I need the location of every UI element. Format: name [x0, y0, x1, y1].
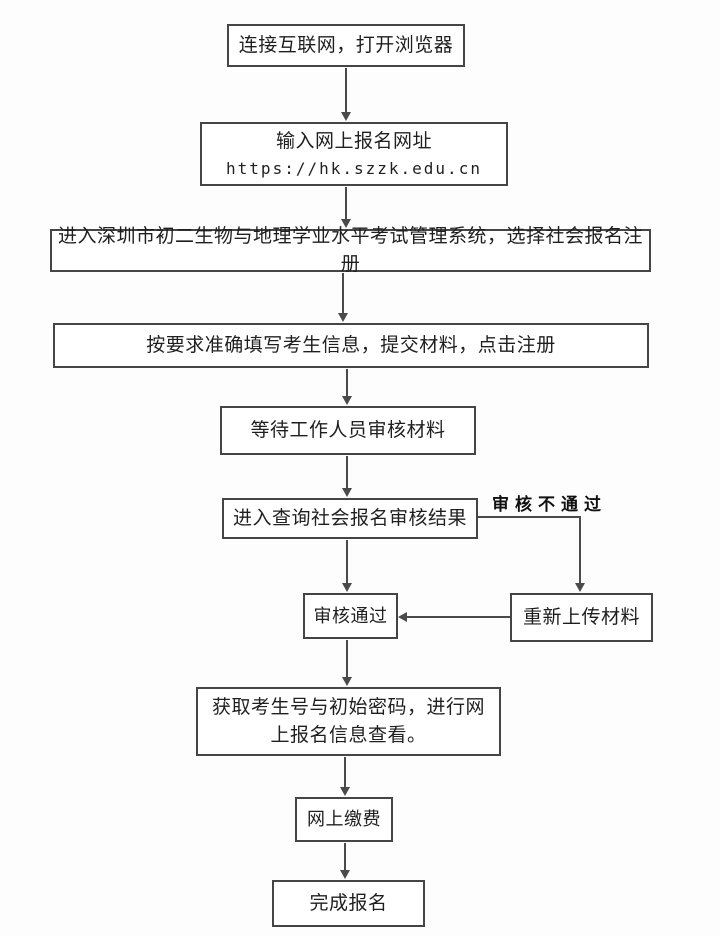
branch-line-vertical — [579, 516, 581, 584]
enter-url-title: 输入网上报名网址 — [275, 130, 432, 152]
arrow-head-3 — [338, 313, 348, 322]
arrow-line-1 — [345, 68, 347, 113]
node-complete-registration: 完成报名 — [272, 880, 425, 927]
arrow-head-7 — [342, 677, 352, 686]
node-get-credentials: 获取考生号与初始密码，进行网上报名信息查看。 — [196, 687, 501, 756]
arrow-head-5 — [342, 488, 352, 497]
registration-url: https://hk.szzk.edu.cn — [226, 159, 482, 179]
back-arrow-line — [406, 616, 510, 618]
arrow-line-9 — [344, 843, 346, 871]
node-review-passed: 审核通过 — [303, 593, 398, 639]
arrow-line-3 — [342, 273, 344, 314]
arrow-head-4 — [342, 396, 352, 405]
node-wait-review: 等待工作人员审核材料 — [220, 406, 476, 455]
node-connect-internet: 连接互联网，打开浏览器 — [227, 24, 465, 67]
arrow-line-8 — [344, 757, 346, 788]
branch-line-horizontal — [478, 516, 581, 518]
edge-label-review-failed: 审核不通过 — [492, 495, 607, 514]
node-enter-url: 输入网上报名网址 https://hk.szzk.edu.cn — [200, 122, 508, 186]
arrow-head-1 — [341, 112, 351, 121]
node-query-review-result: 进入查询社会报名审核结果 — [222, 498, 478, 539]
arrow-line-2 — [345, 187, 347, 220]
branch-arrow-head — [575, 583, 585, 592]
node-pay-online: 网上缴费 — [295, 797, 393, 842]
node-enter-system: 进入深圳市初二生物与地理学业水平考试管理系统，选择社会报名注册 — [50, 226, 651, 275]
arrow-head-8 — [340, 787, 350, 796]
arrow-head-9 — [340, 870, 350, 879]
arrow-head-2 — [341, 219, 351, 228]
back-arrow-head — [398, 612, 407, 622]
arrow-line-7 — [346, 640, 348, 678]
node-fill-info: 按要求准确填写考生信息，提交材料，点击注册 — [53, 323, 649, 368]
arrow-head-6 — [342, 583, 352, 592]
node-reupload-materials: 重新上传材料 — [510, 593, 653, 642]
arrow-line-6 — [346, 540, 348, 584]
arrow-line-5 — [346, 456, 348, 489]
arrow-line-4 — [346, 369, 348, 397]
